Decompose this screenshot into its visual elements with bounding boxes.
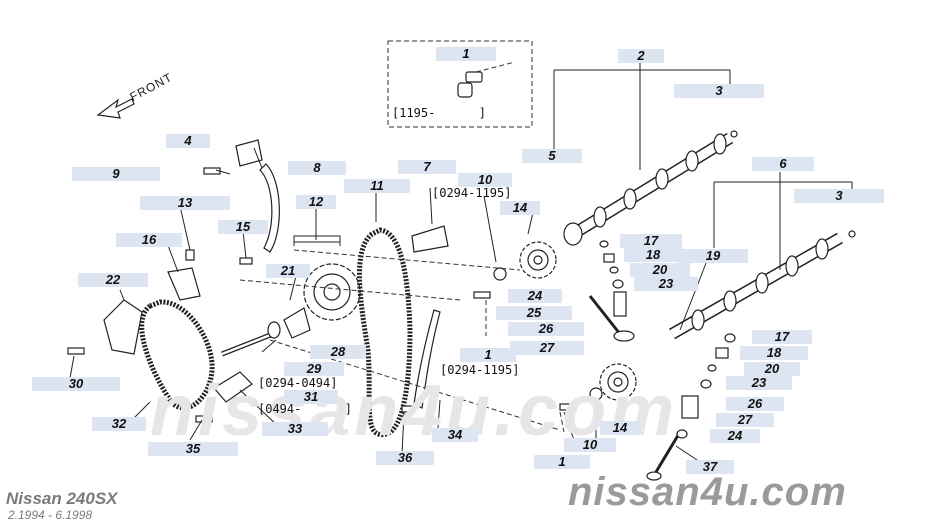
camshaft-upper	[563, 130, 738, 246]
callout-4[interactable]: 4	[166, 134, 210, 148]
callout-8[interactable]: 8	[288, 161, 346, 175]
valve-lower	[646, 431, 682, 481]
callout-11[interactable]: 11	[344, 179, 410, 193]
front-arrow-icon	[96, 98, 135, 119]
callout-26[interactable]: 26	[508, 322, 584, 336]
callout-5[interactable]: 5	[522, 149, 582, 163]
callout-10[interactable]: 10	[458, 173, 512, 187]
callout-26-lower[interactable]: 26	[726, 397, 784, 411]
note-0294-0494: [0294-0494]	[258, 376, 338, 390]
timing-chain-lower	[139, 299, 215, 411]
valve-upper	[588, 295, 635, 342]
callout-28[interactable]: 28	[310, 345, 366, 359]
chain-guide-lower	[213, 371, 253, 403]
valve-spring-stack-upper	[599, 240, 627, 317]
callout-12[interactable]: 12	[296, 195, 336, 209]
callout-30[interactable]: 30	[32, 377, 120, 391]
callout-22[interactable]: 22	[78, 273, 148, 287]
model-years: 2.1994 - 6.1998	[8, 508, 93, 522]
cam-part-21	[283, 307, 311, 339]
callout-24-lower[interactable]: 24	[710, 429, 760, 443]
chain-guide-upper	[259, 163, 280, 253]
callout-14-lower[interactable]: 14	[600, 421, 640, 435]
callout-34[interactable]: 34	[432, 428, 478, 442]
callout-36[interactable]: 36	[376, 451, 434, 465]
callout-18-lower[interactable]: 18	[740, 346, 808, 360]
note-0294-1195-top: [0294-1195]	[432, 186, 512, 200]
callout-29[interactable]: 29	[284, 362, 344, 376]
callout-37[interactable]: 37	[686, 460, 734, 474]
callout-33[interactable]: 33	[262, 422, 328, 436]
chain-guide-right	[413, 309, 441, 409]
callout-10-lower[interactable]: 10	[564, 438, 616, 452]
bracket-part-4	[235, 139, 263, 167]
callout-20[interactable]: 20	[630, 263, 690, 277]
callout-9[interactable]: 9	[72, 167, 160, 181]
cam-sprocket-upper	[519, 241, 557, 279]
chain-tensioner	[411, 225, 449, 253]
callout-17[interactable]: 17	[620, 234, 682, 248]
note-1195: [1195- ]	[392, 106, 486, 120]
callout-18[interactable]: 18	[624, 248, 682, 262]
callout-31[interactable]: 31	[284, 390, 338, 404]
callout-3-lower[interactable]: 3	[794, 189, 884, 203]
callout-35[interactable]: 35	[148, 442, 238, 456]
callout-7[interactable]: 7	[398, 160, 456, 174]
valve-spring-stack-lower	[676, 333, 736, 439]
washer-part-28	[267, 321, 281, 339]
timing-chain-upper	[357, 227, 413, 438]
callout-15[interactable]: 15	[218, 220, 268, 234]
camshaft-lower	[669, 230, 856, 340]
callout-23-lower[interactable]: 23	[726, 376, 792, 390]
site-logo: nissan4u.com	[568, 470, 847, 514]
washer-part-10-upper	[493, 267, 507, 281]
detail-box-1195	[387, 40, 533, 128]
callout-6[interactable]: 6	[752, 157, 814, 171]
cam-sprocket-lower	[599, 363, 637, 401]
callout-27-lower[interactable]: 27	[716, 413, 774, 427]
callout-2[interactable]: 2	[618, 49, 664, 63]
callout-27[interactable]: 27	[510, 341, 584, 355]
callout-17-lower[interactable]: 17	[752, 330, 812, 344]
callout-25[interactable]: 25	[496, 306, 572, 320]
tensioner-lower	[103, 299, 143, 355]
callout-3[interactable]: 3	[674, 84, 764, 98]
callout-20-lower[interactable]: 20	[744, 362, 800, 376]
callout-14[interactable]: 14	[500, 201, 540, 215]
tensioner-plate	[167, 267, 201, 301]
watermark: nissan4u.com	[150, 371, 679, 451]
callout-13[interactable]: 13	[140, 196, 230, 210]
idler-sprocket	[303, 263, 361, 321]
callout-1[interactable]: 1	[436, 47, 496, 61]
callout-23[interactable]: 23	[634, 277, 698, 291]
callout-32[interactable]: 32	[92, 417, 146, 431]
bolt-part-1-box	[457, 61, 516, 98]
note-0294-1195-bottom: [0294-1195]	[440, 363, 520, 377]
callout-16[interactable]: 16	[116, 233, 182, 247]
model-title: Nissan 240SX	[6, 489, 118, 508]
callout-1-lower[interactable]: 1	[534, 455, 590, 469]
callout-24[interactable]: 24	[508, 289, 562, 303]
callout-1-mid[interactable]: 1	[460, 348, 516, 362]
callout-21[interactable]: 21	[266, 264, 310, 278]
note-0494: [0494- ]	[258, 402, 352, 416]
callout-19[interactable]: 19	[678, 249, 748, 263]
